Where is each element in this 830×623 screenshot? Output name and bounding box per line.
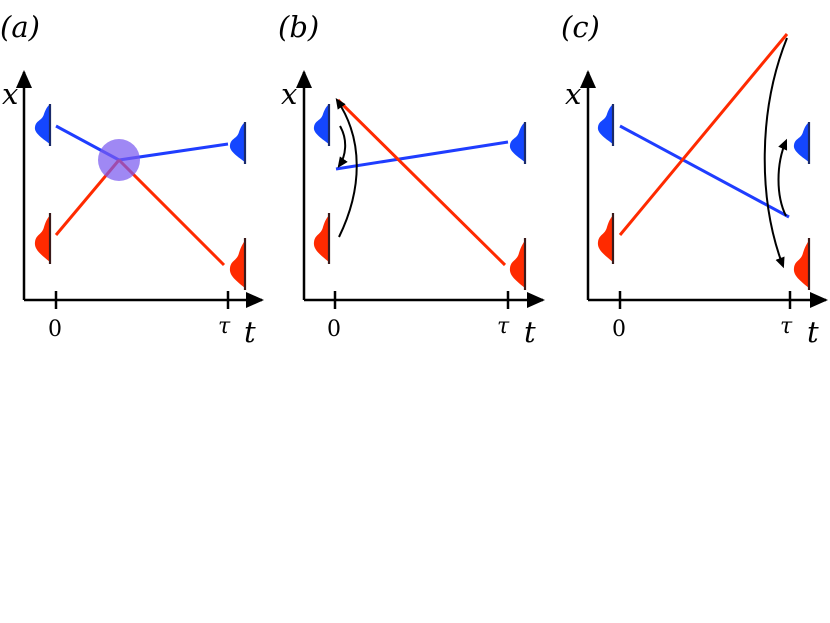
y-axis-label-c: x	[565, 77, 581, 111]
blue-wavepacket-right-b	[509, 122, 527, 164]
tick-label-tau-c: τ	[780, 314, 793, 339]
blue-trajectory-b	[335, 140, 509, 171]
panel-b: (b) x t 0 τ	[278, 10, 545, 349]
x-axis-label-a: t	[244, 315, 256, 349]
red-trajectory-b	[336, 98, 507, 267]
panel-label-b: (b)	[278, 10, 319, 44]
blue-wavepacket-left-a	[34, 104, 52, 146]
y-axis-label-b: x	[281, 77, 297, 111]
x-axis-label-c: t	[807, 315, 819, 349]
red-wavepacket-left-b	[313, 213, 331, 264]
panel-label-a: (a)	[0, 10, 40, 44]
tick-label-zero-b: 0	[327, 317, 341, 342]
collision-circle	[98, 139, 140, 181]
panel-c: (c) x t 0 τ	[561, 10, 828, 349]
red-wavepacket-right-c	[793, 238, 811, 290]
blue-wavepacket-right-c	[793, 122, 811, 164]
y-axis-label-a: x	[2, 77, 18, 111]
tick-label-tau-b: τ	[497, 314, 510, 339]
red-wavepacket-left-c	[597, 213, 615, 264]
tick-label-tau-a: τ	[218, 314, 231, 339]
jump-arrow-down-b	[337, 125, 348, 168]
jump-arrow-up-c	[777, 138, 788, 217]
panel-a: (a) x t 0 τ	[0, 10, 264, 349]
red-trajectory-right-a	[117, 158, 226, 267]
red-trajectory-c	[618, 33, 789, 236]
blue-trajectory-c	[619, 124, 790, 219]
tick-label-zero-a: 0	[48, 317, 62, 342]
blue-wavepacket-left-c	[597, 104, 615, 146]
jump-arrow-up-b	[335, 98, 358, 238]
red-wavepacket-right-a	[229, 238, 247, 290]
red-wavepacket-right-b	[509, 238, 527, 290]
tick-label-zero-c: 0	[612, 317, 626, 342]
panel-label-c: (c)	[561, 10, 600, 44]
jump-arrow-down-c	[763, 37, 788, 269]
x-axis-label-b: t	[524, 315, 536, 349]
blue-wavepacket-right-a	[229, 122, 247, 164]
blue-wavepacket-left-b	[313, 104, 331, 146]
red-wavepacket-left-a	[34, 213, 52, 264]
